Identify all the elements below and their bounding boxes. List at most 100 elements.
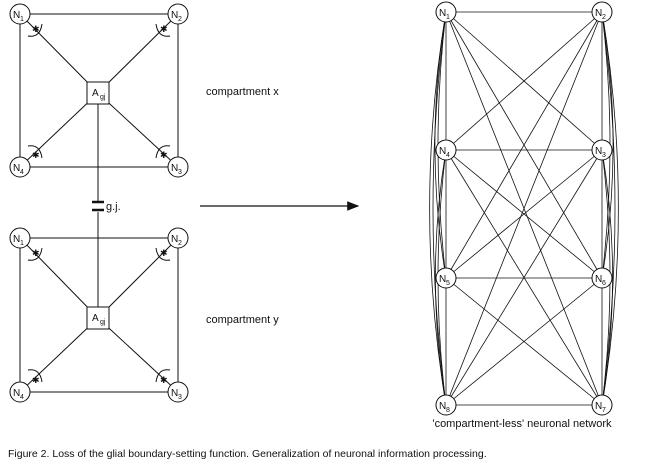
edge-n4-n8 <box>435 149 447 406</box>
network-neuron-circle <box>435 1 457 23</box>
neuron-y-n2-label: N <box>171 234 178 245</box>
compartment-x-diagram: ✱ ✱ ✱ ✱ <box>19 13 179 168</box>
network-neuron-sub: 5 <box>446 280 450 287</box>
synapse-star-y-n3: ✱ <box>160 375 168 385</box>
network-neuron-sub: 4 <box>446 152 450 159</box>
neuron-x-n3-sub: 3 <box>178 169 182 176</box>
edge-n6-n8 <box>445 277 603 406</box>
compartment-y-frame <box>19 237 179 393</box>
edge-n2-n5 <box>445 11 603 279</box>
neuron-x-n3-label: N <box>171 163 178 174</box>
neuron-y-n1-label: N <box>13 234 20 245</box>
neuron-x-n2-label: N <box>171 10 178 21</box>
neuron-y-n4-sub: 4 <box>20 394 24 401</box>
network-neuron-circle <box>435 394 457 416</box>
astrocyte-y-sub: gj <box>100 319 106 326</box>
link-x-n3-astro <box>97 92 179 168</box>
edge-n1-n8 <box>429 11 447 406</box>
astrocyte-x: A gj <box>86 81 110 105</box>
neuron-x-n4-label: N <box>13 163 20 174</box>
synapse-y-n3 <box>155 369 171 383</box>
astrocyte-y: A gj <box>86 306 110 330</box>
neuron-y-n1: N 1 <box>9 227 31 249</box>
neuron-x-n1-label: N <box>13 10 20 21</box>
network-neuron-label: N <box>595 401 602 412</box>
network-neuron-sub: 6 <box>602 280 606 287</box>
synapse-x-n3 <box>155 145 171 159</box>
link-x-n4-astro <box>19 92 99 168</box>
edge-n2-n4 <box>445 11 603 151</box>
neuron-y-n2: N 2 <box>167 227 189 249</box>
link-y-n1-astro <box>19 237 99 319</box>
synapse-star-y-n2: ✱ <box>160 248 168 258</box>
neuron-y-n2-sub: 2 <box>178 240 182 247</box>
network-neuron-circle <box>591 1 613 23</box>
synapse-star-x-n2: ✱ <box>160 24 168 34</box>
network-neuron-label: N <box>439 8 446 19</box>
network-neuron-label: N <box>595 8 602 19</box>
synapse-x-n4 <box>27 145 43 159</box>
edge-n3-n7 <box>601 149 613 406</box>
compartment-x-frame <box>19 13 179 168</box>
network-neuron-circle <box>435 267 457 289</box>
network-neuron-circle <box>591 394 613 416</box>
neuron-y-n4: N 4 <box>9 381 31 403</box>
network-neuron-circle <box>591 139 613 161</box>
synapse-star-x-n3: ✱ <box>160 150 168 160</box>
neuron-y-n3-label: N <box>171 388 178 399</box>
network-neuron-circle <box>591 267 613 289</box>
synapse-star-x-n4: ✱ <box>32 150 40 160</box>
neuron-x-n2-sub: 2 <box>178 16 182 23</box>
astrocyte-x-label: A <box>92 88 99 99</box>
outer-arc-n1-n8 <box>432 11 447 406</box>
figure-caption: Figure 2. Loss of the glial boundary-set… <box>8 448 487 460</box>
link-x-n1-astro <box>19 13 99 94</box>
synapse-x-n1 <box>27 23 43 37</box>
compartment-y-label: compartment y <box>206 314 279 326</box>
gap-junction-label: g.j. <box>106 201 121 213</box>
neuron-x-n4: N 4 <box>9 156 31 178</box>
gap-junction: g.j. <box>92 104 121 307</box>
network-neuron-sub: 2 <box>602 14 606 21</box>
link-y-n2-astro <box>97 237 179 319</box>
astrocyte-x-sub: gj <box>100 94 106 101</box>
edge-n2-n8 <box>445 11 603 406</box>
synapse-x-n2 <box>155 23 171 37</box>
neuron-y-n3: N 3 <box>167 381 189 403</box>
network-neuron-sub: 1 <box>446 14 450 21</box>
synapse-y-n4 <box>27 369 43 383</box>
astrocyte-y-label: A <box>92 313 99 324</box>
neuron-y-n4-label: N <box>13 388 20 399</box>
neuron-x-n2: N 2 <box>167 3 189 25</box>
neuron-x-n1: N 1 <box>9 3 31 25</box>
network-neuron-label: N <box>595 274 602 285</box>
synapse-star-y-n4: ✱ <box>32 375 40 385</box>
synapse-star-y-n1: ✱ <box>32 248 40 258</box>
network-neuron-sub: 3 <box>602 152 606 159</box>
network-neuron-sub: 7 <box>602 407 606 414</box>
network-neuron-label: N <box>439 274 446 285</box>
edge-n2-n7 <box>601 11 619 406</box>
neuron-x-n4-sub: 4 <box>20 169 24 176</box>
outer-arc-n2-n7 <box>601 11 616 406</box>
link-y-n4-astro <box>19 317 99 393</box>
synapse-star-x-n1: ✱ <box>32 24 40 34</box>
synapse-y-n1 <box>27 247 43 261</box>
compartment-x-label: compartment x <box>206 86 279 98</box>
link-y-n3-astro <box>97 317 179 393</box>
neuron-x-n3: N 3 <box>167 156 189 178</box>
network-edges <box>429 11 619 406</box>
edge-n4-n6 <box>445 149 603 279</box>
network-neuron-label: N <box>439 146 446 157</box>
synapse-y-n2 <box>155 247 171 261</box>
